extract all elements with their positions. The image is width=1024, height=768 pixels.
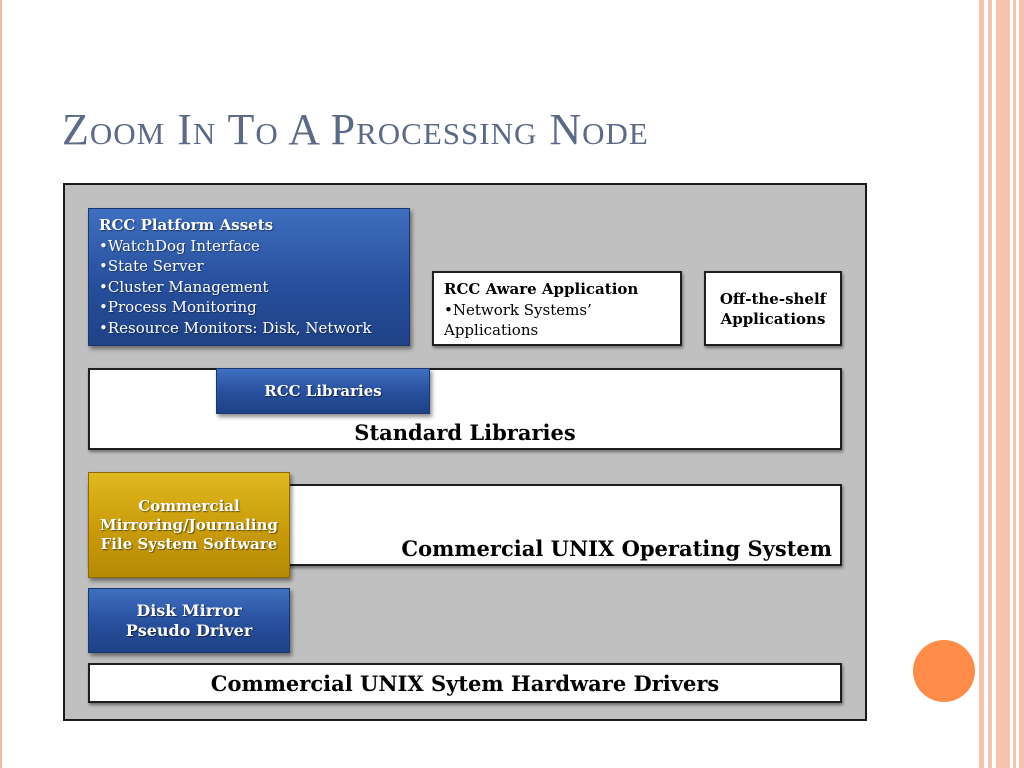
- platform-asset-item: •Cluster Management: [99, 277, 269, 296]
- platform-asset-item: •WatchDog Interface: [99, 236, 260, 255]
- mirroring-software-line: Commercial: [138, 496, 240, 515]
- platform-assets-header: RCC Platform Assets: [99, 216, 274, 234]
- standard-libraries-box: Standard Libraries: [88, 368, 842, 450]
- aware-application-line: •Network Systems’: [444, 300, 592, 319]
- off-the-shelf-line: Applications: [720, 309, 826, 328]
- rcc-platform-assets-box: RCC Platform Assets •WatchDog Interface …: [88, 208, 410, 346]
- disk-mirror-pseudo-driver-box: Disk Mirror Pseudo Driver: [88, 588, 290, 653]
- disk-mirror-line: Disk Mirror: [136, 600, 242, 620]
- platform-asset-item: •Process Monitoring: [99, 298, 257, 316]
- platform-asset-item: •State Server: [99, 257, 204, 275]
- standard-libraries-label: Standard Libraries: [354, 420, 576, 445]
- left-border-line: [0, 0, 2, 768]
- orange-accent-circle: [913, 640, 975, 702]
- hardware-drivers-box: Commercial UNIX Sytem Hardware Drivers: [88, 663, 842, 703]
- decorative-stripe: [988, 0, 992, 768]
- aware-application-line: Applications: [444, 321, 539, 339]
- unix-operating-system-label: Commercial UNIX Operating System: [401, 536, 832, 561]
- mirroring-journaling-software-box: Commercial Mirroring/Journaling File Sys…: [88, 472, 290, 578]
- off-the-shelf-line: Off-the-shelf: [719, 289, 827, 308]
- rcc-libraries-label: RCC Libraries: [264, 382, 382, 400]
- mirroring-software-line: File System Software: [100, 534, 278, 553]
- slide-title: Zoom In To A Processing Node: [62, 105, 649, 154]
- mirroring-software-line: Mirroring/Journaling: [100, 515, 278, 534]
- decorative-stripe: [1013, 0, 1016, 768]
- off-the-shelf-applications-box: Off-the-shelf Applications: [704, 271, 842, 346]
- platform-asset-item: •Resource Monitors: Disk, Network: [99, 318, 372, 337]
- hardware-drivers-label: Commercial UNIX Sytem Hardware Drivers: [210, 670, 720, 696]
- processing-node-diagram: RCC Platform Assets •WatchDog Interface …: [63, 183, 867, 721]
- decorative-stripe: [996, 0, 1010, 768]
- aware-application-header: RCC Aware Application: [444, 280, 639, 298]
- decorative-stripe: [1019, 0, 1024, 768]
- disk-mirror-line: Pseudo Driver: [125, 620, 253, 640]
- rcc-libraries-box: RCC Libraries: [216, 368, 430, 414]
- decorative-stripe: [979, 0, 984, 768]
- rcc-aware-application-box: RCC Aware Application •Network Systems’ …: [432, 271, 682, 346]
